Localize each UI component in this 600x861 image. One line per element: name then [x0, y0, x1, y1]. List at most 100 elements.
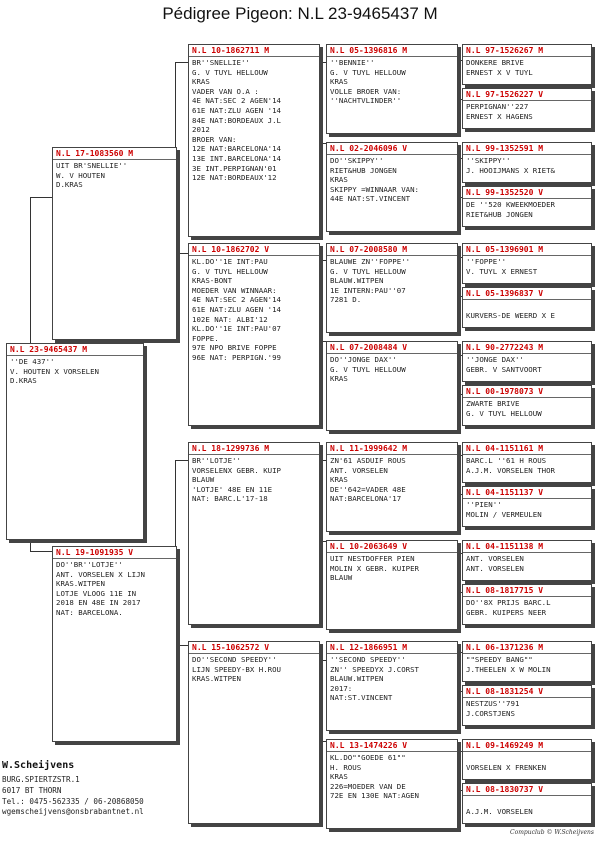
pedigree-line — [466, 753, 588, 763]
sds-card[interactable]: N.L 07-2008580 M BLAUWE ZN''FOPPE'' G. V… — [326, 243, 458, 333]
pedigree-line: 84E NAT:BORDEAUX J.L — [192, 115, 281, 125]
pedigree-line: ''JONGE DAX'' — [466, 355, 524, 364]
g5-card[interactable]: N.L 90-2772243 M ''JONGE DAX'' GEBR. V S… — [462, 341, 592, 382]
pedigree-line: 3E INT.PERPIGNAN'01 — [192, 163, 277, 173]
footer-credit: Compuclub © W.Scheijvens — [510, 829, 594, 836]
page-title: Pédigree Pigeon: N.L 23-9465437 M — [162, 4, 438, 23]
g5-card[interactable]: N.L 05-1396901 M ''FOPPE'' V. TUYL X ERN… — [462, 243, 592, 284]
pedigree-line: J. HOOIJMANS X RIET& — [466, 165, 555, 175]
dam-card[interactable]: N.L 19-1091935 V DO''BR''LOTJE'' ANT. VO… — [52, 546, 177, 742]
g5-card[interactable]: N.L 09-1469249 M VORSELEN X FRENKEN — [462, 739, 592, 780]
pedigree-line: ''BENNIE'' — [330, 58, 375, 67]
pedigree-line: ZN'61 ASDUIF ROUS — [330, 456, 406, 465]
pedigree-line: G. V TUYL HELLOUW — [330, 266, 406, 276]
pedigree-line: 96E NAT: PERPIGN.'99 — [192, 352, 281, 362]
breeder-info: W.Scheijvens BURG.SPIERTZSTR.1 6017 BT T… — [2, 760, 182, 818]
pedigree-line: KL.DO''1E INT:PAU'07 — [192, 324, 281, 334]
g5-card[interactable]: N.L 08-1831254 V NESTZUS''791 J.CORSTJEN… — [462, 685, 592, 726]
pedigree-line: J.CORSTJENS — [466, 708, 515, 718]
pedigree-line: RIET&HUB JONGEN — [466, 209, 533, 219]
ring-number: N.L 12-1866951 M — [327, 642, 457, 654]
ring-number: N.L 99-1352591 M — [463, 143, 591, 155]
g5-card[interactable]: N.L 05-1396837 V KURVERS-DE WEERD X E — [462, 287, 592, 328]
pedigree-line: 4E NAT:SEC 2 AGEN'14 — [192, 96, 281, 106]
ddd-card[interactable]: N.L 13-1474226 V KL.DO""GOEDE 61"" H. RO… — [326, 739, 458, 829]
g5-card[interactable]: N.L 04-1151161 M BARC.L ''61 H ROUS A.J.… — [462, 442, 592, 483]
breeder-email[interactable]: wgemscheijvens@onsbrabantnet.nl — [2, 807, 144, 817]
sire-sire-card[interactable]: N.L 10-1862711 M BR''SNELLIE'' G. V TUYL… — [188, 44, 320, 237]
pedigree-line — [466, 797, 588, 807]
ring-number: N.L 11-1999642 M — [327, 443, 457, 455]
ring-number: N.L 10-1862711 M — [189, 45, 319, 57]
ring-number: N.L 10-2063649 V — [327, 541, 457, 553]
pedigree-line: FOPPE. — [192, 333, 219, 343]
pedigree-line: MOEDER VAN WINNAAR: — [192, 285, 277, 295]
pedigree-line: G. V TUYL HELLOUW — [330, 67, 406, 77]
pedigree-line: 12E NAT:BARCELONA'14 — [192, 144, 281, 154]
sire-card[interactable]: N.L 17-1083560 M UIT BR'SNELLIE'' W. V H… — [52, 147, 177, 340]
pedigree-line: VADER VAN O.A : — [192, 86, 259, 96]
ring-number: N.L 99-1352520 V — [463, 187, 591, 199]
pedigree-line: D.KRAS — [56, 180, 83, 190]
pedigree-line: ''DE 437'' — [10, 357, 55, 366]
ssd-card[interactable]: N.L 02-2046096 V DO''SKIPPY'' RIET&HUB J… — [326, 142, 458, 232]
pedigree-line: PERPIGNAN''227 — [466, 102, 529, 111]
pedigree-line: LOTJE VLOOG 11E IN — [56, 588, 137, 598]
g5-card[interactable]: N.L 00-1978073 V ZWARTE BRIVE G. V TUYL … — [462, 385, 592, 426]
g5-card[interactable]: N.L 99-1352591 M ''SKIPPY'' J. HOOIJMANS… — [462, 142, 592, 183]
g5-card[interactable]: N.L 04-1151138 M ANT. VORSELEN ANT. VORS… — [462, 540, 592, 581]
g5-card[interactable]: N.L 97-1526267 M DONKERE BRIVE ERNEST X … — [462, 44, 592, 85]
ring-number: N.L 04-1151137 V — [463, 487, 591, 499]
g5-card[interactable]: N.L 06-1371236 M ""SPEEDY BANG"" J.THEEL… — [462, 641, 592, 682]
pedigree-line: 2018 EN 48E IN 2017 — [56, 598, 141, 608]
pedigree-line: V. TUYL X ERNEST — [466, 266, 538, 276]
pedigree-line: ANT. VORSELEN X LIJN — [56, 569, 145, 579]
pedigree-line: 2017: — [330, 683, 353, 693]
pedigree-line: NAT:ST.VINCENT — [330, 693, 393, 703]
pedigree-line: KRAS.WITPEN — [192, 674, 241, 684]
pedigree-line: MOLIN X GEBR. KUIPER — [330, 563, 419, 573]
pedigree-line: DO''SECOND SPEEDY'' — [192, 655, 277, 664]
ring-number: N.L 90-2772243 M — [463, 342, 591, 354]
pedigree-line — [466, 301, 588, 311]
breeder-city: 6017 BT THORN — [2, 785, 62, 795]
g5-card[interactable]: N.L 08-1817715 V DO''8X PRIJS BARC.L GEB… — [462, 584, 592, 625]
sdd-card[interactable]: N.L 07-2008484 V DO''JONGE DAX'' G. V TU… — [326, 341, 458, 431]
pedigree-line: DO''BR''LOTJE'' — [56, 560, 123, 569]
dss-card[interactable]: N.L 11-1999642 M ZN'61 ASDUIF ROUS ANT. … — [326, 442, 458, 532]
pedigree-line: 72E EN 130E NAT:AGEN — [330, 791, 419, 801]
pedigree-line: 226=MOEDER VAN DE — [330, 781, 406, 791]
subject-pigeon-card[interactable]: N.L 23-9465437 M ''DE 437'' V. HOUTEN X … — [6, 343, 144, 540]
ring-number: N.L 19-1091935 V — [53, 547, 176, 559]
g5-card[interactable]: N.L 08-1830737 V A.J.M. VORSELEN — [462, 783, 592, 824]
breeder-address: BURG.SPIERTZSTR.1 — [2, 775, 80, 784]
g5-card[interactable]: N.L 04-1151137 V ''PIEN'' MOLIN / VERMEU… — [462, 486, 592, 527]
pedigree-line: BLAUW — [330, 573, 353, 583]
pedigree-line: KURVERS-DE WEERD X E — [466, 310, 555, 320]
pedigree-line: KRAS — [330, 374, 348, 384]
dam-sire-card[interactable]: N.L 18-1299736 M BR''LOTJE'' VORSELENX G… — [188, 442, 320, 625]
pedigree-line: ''SECOND SPEEDY'' — [330, 655, 406, 664]
g5-card[interactable]: N.L 99-1352520 V DE ''520 KWEEKMOEDER RI… — [462, 186, 592, 227]
sire-dam-card[interactable]: N.L 10-1862702 V KL.DO''1E INT:PAU G. V … — [188, 243, 320, 426]
pedigree-line: ANT. VORSELEN — [466, 563, 524, 573]
ring-number: N.L 04-1151138 M — [463, 541, 591, 553]
pedigree-line: BR''SNELLIE'' — [192, 58, 250, 67]
ring-number: N.L 18-1299736 M — [189, 443, 319, 455]
pedigree-line: DONKERE BRIVE — [466, 58, 524, 67]
ring-number: N.L 07-2008484 V — [327, 342, 457, 354]
pedigree-line: 1E INTERN:PAU''07 — [330, 285, 406, 295]
pedigree-line: BLAUW.WITPEN — [330, 674, 384, 684]
dam-dam-card[interactable]: N.L 15-1062572 V DO''SECOND SPEEDY'' LIJ… — [188, 641, 320, 824]
dds-card[interactable]: N.L 12-1866951 M ''SECOND SPEEDY'' ZN'' … — [326, 641, 458, 731]
sss-card[interactable]: N.L 05-1396816 M ''BENNIE'' G. V TUYL HE… — [326, 44, 458, 134]
dsd-card[interactable]: N.L 10-2063649 V UIT NESTDOFFER PIEN MOL… — [326, 540, 458, 630]
pedigree-line: BR''LOTJE'' — [192, 456, 241, 465]
pedigree-line: LIJN SPEEDY-BX H.ROU — [192, 664, 281, 674]
g5-card[interactable]: N.L 97-1526227 V PERPIGNAN''227 ERNEST X… — [462, 88, 592, 129]
ring-number: N.L 06-1371236 M — [463, 642, 591, 654]
pedigree-line: VORSELENX GEBR. KUIP — [192, 465, 281, 475]
ring-number: N.L 08-1830737 V — [463, 784, 591, 796]
pedigree-line: D.KRAS — [10, 376, 37, 386]
pedigree-line: KRAS — [330, 175, 348, 185]
